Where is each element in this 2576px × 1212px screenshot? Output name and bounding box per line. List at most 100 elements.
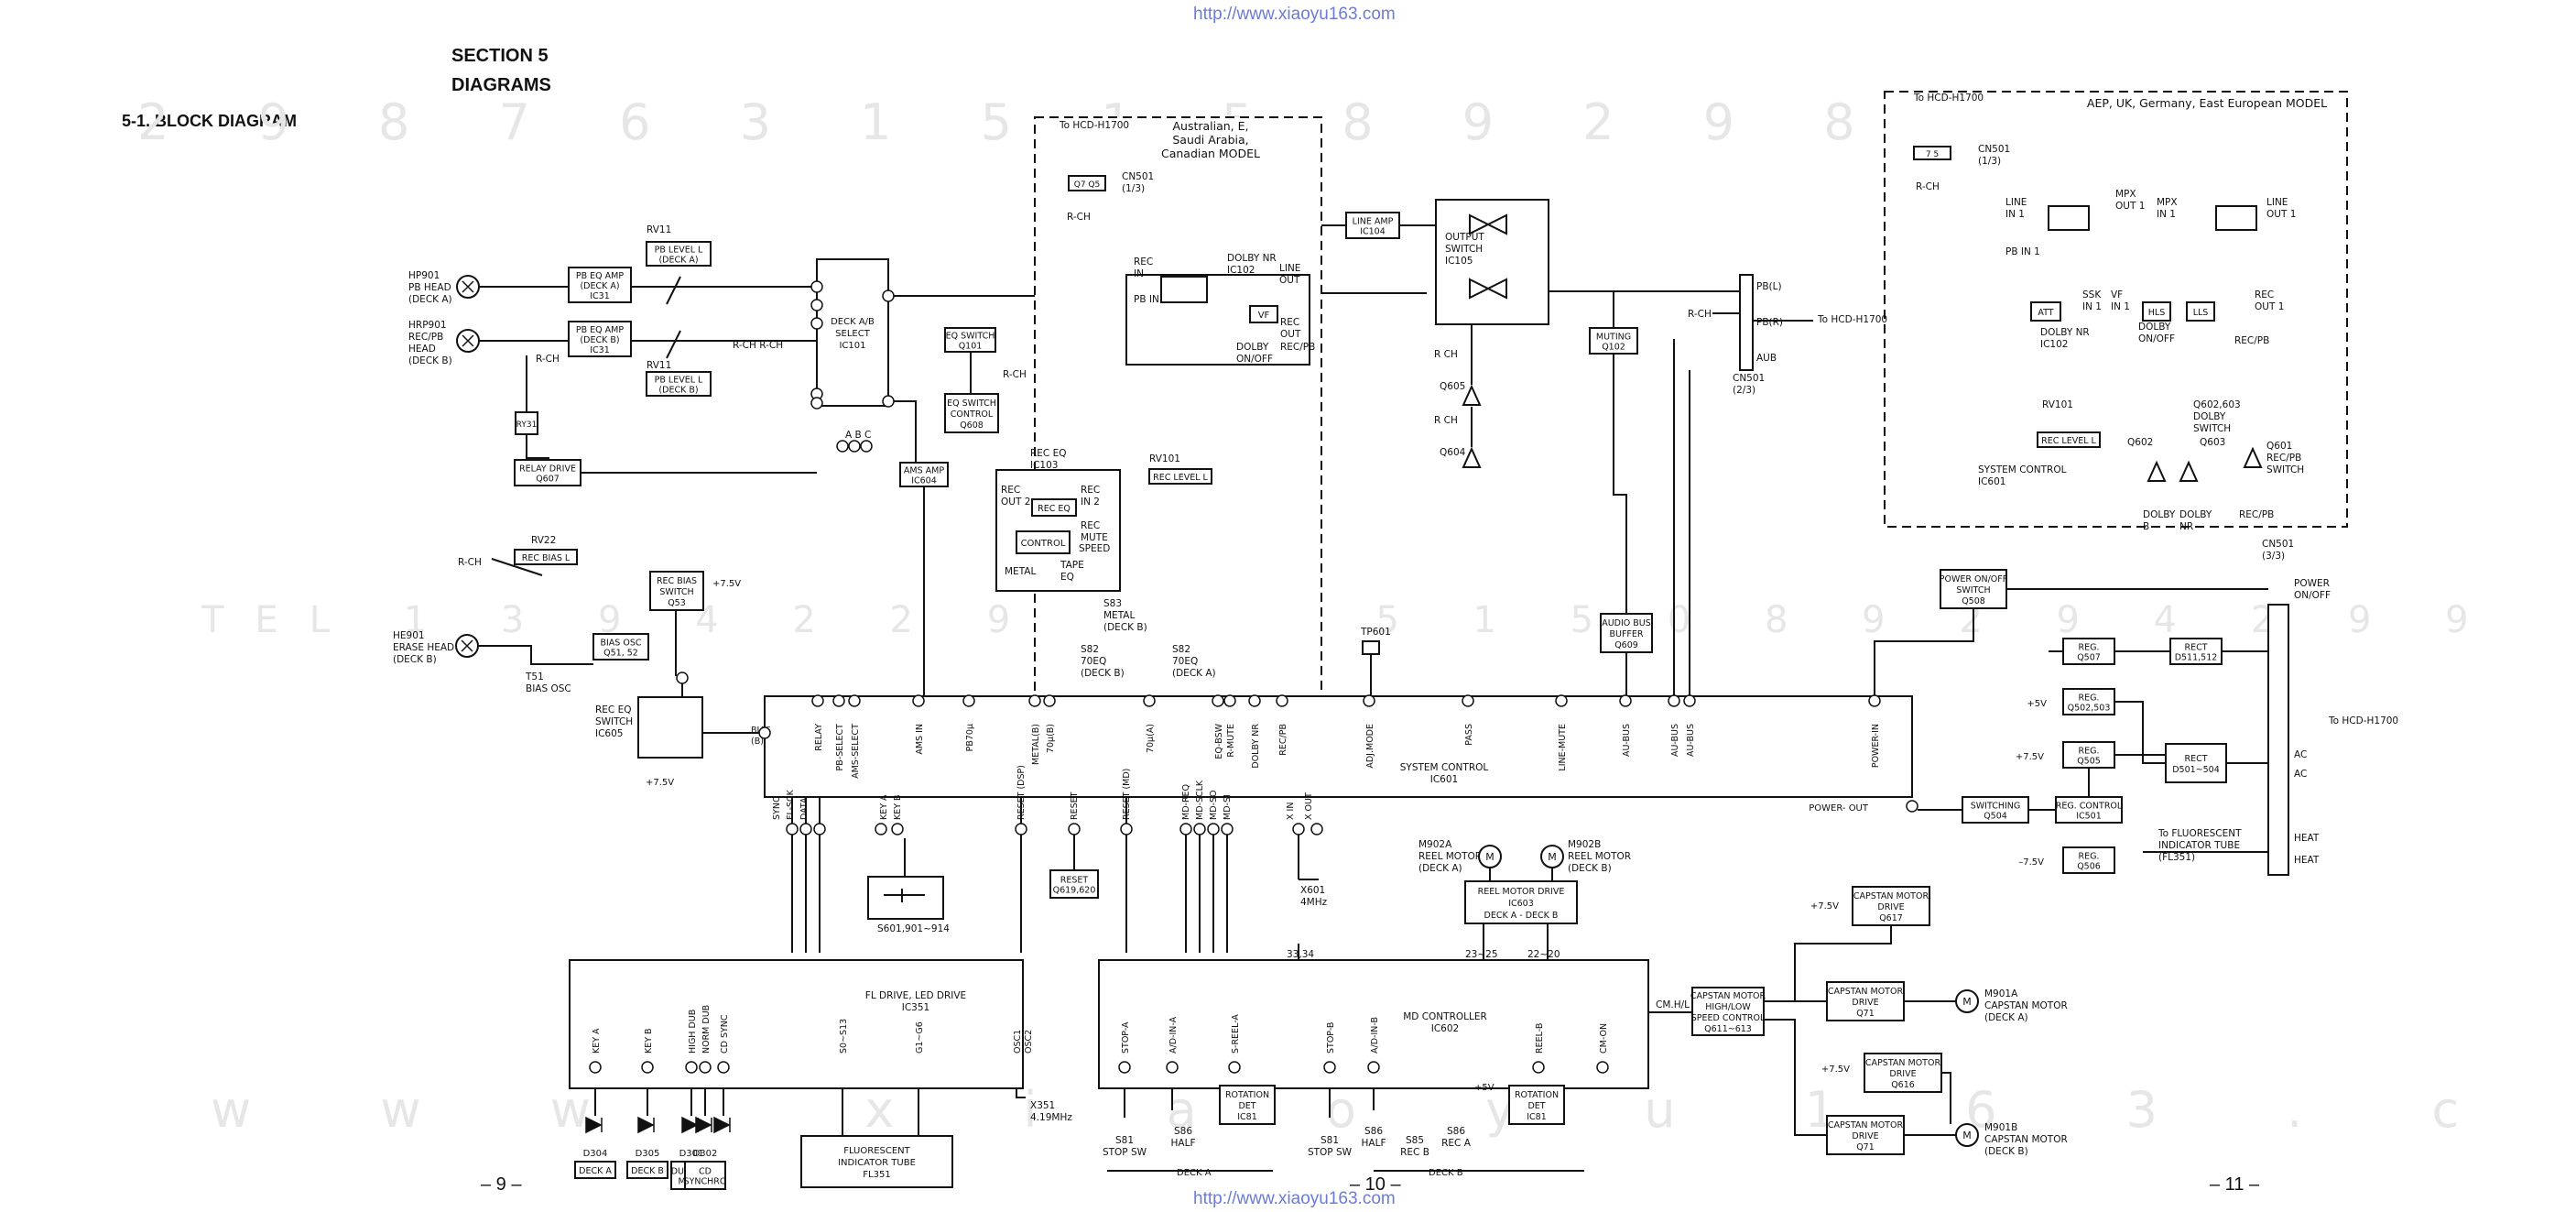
pin-marker xyxy=(799,823,812,835)
q601-label: Q601 xyxy=(2266,441,2292,452)
output-switch xyxy=(1435,199,1549,325)
rv11-b-label: (DECK B) xyxy=(658,386,698,396)
capstan-q71-b-label: CAPSTAN MOTOR xyxy=(1828,1120,1904,1130)
plus75-label: +7.5V xyxy=(712,579,741,589)
hrp901-label: HEAD xyxy=(408,344,436,355)
metal-label: METAL xyxy=(1005,566,1036,577)
fl-pin-label: NORM DUB xyxy=(701,1005,712,1054)
eq-switch-label: Q101 xyxy=(959,342,983,352)
rch-label: R-CH R-CH xyxy=(733,340,783,351)
rotation-det-a-label: IC81 xyxy=(1237,1112,1257,1122)
md-pins-3334: 33,34 xyxy=(1287,949,1314,960)
pin-marker xyxy=(1043,694,1056,707)
system-control-label: SYSTEM CONTROL xyxy=(1400,762,1489,773)
fl-pin-label: OSC1 xyxy=(1013,1030,1023,1054)
rec-eq-switch xyxy=(637,696,703,759)
dolby-nr2-label: IC102 xyxy=(2040,339,2068,350)
rv11-a-label: RV11 xyxy=(647,224,671,235)
led-D302-icon xyxy=(695,1116,712,1134)
rec-eq-pins: REC xyxy=(1081,520,1100,531)
led-id-label: D304 xyxy=(583,1149,608,1159)
pin-marker xyxy=(1292,823,1305,835)
analog-switch-symbol xyxy=(1469,213,1507,300)
reg-q506-label: Q506 xyxy=(2077,862,2101,872)
reg-q507-label: Q507 xyxy=(2077,653,2101,663)
led-id-label: D301 xyxy=(679,1149,704,1159)
system-control-label: IC601 xyxy=(1430,774,1458,785)
plus5-label: +5V xyxy=(2027,699,2047,709)
switch-0-label: S81 xyxy=(1115,1135,1134,1146)
syscon-pin-label: EQ-BSW xyxy=(1214,723,1224,759)
watermark-url-top[interactable]: http://www.xiaoyu163.com xyxy=(1193,5,1396,24)
t51-label: T51 xyxy=(525,672,544,682)
plus75-label-e: +7.5V xyxy=(1821,1065,1850,1075)
pin-marker xyxy=(962,694,975,707)
power-onoff-switch xyxy=(1940,569,2007,609)
rv11-b-label: RV11 xyxy=(647,360,671,371)
page-number-left: – 9 – xyxy=(481,1174,522,1195)
reset-q619-label: RESET xyxy=(1060,876,1089,886)
watermark-row-bottom: w w w . x i a o y u 1 6 3 . c o m xyxy=(211,1081,2576,1139)
switch-1-label: S86 xyxy=(1174,1126,1192,1137)
pin-marker xyxy=(1532,1061,1545,1074)
xin-label: X IN xyxy=(1286,803,1296,820)
model-box-aep xyxy=(1884,91,2348,528)
to-hcd-aep: To HCD-H1700 xyxy=(1913,93,1984,104)
pin-marker xyxy=(891,823,904,835)
pin-marker xyxy=(836,440,849,453)
cmh-label: CM.H/L xyxy=(1656,999,1690,1010)
rec-eq-pins: REC xyxy=(1081,485,1100,496)
cn501-23-label: (2/3) xyxy=(1733,385,1755,396)
mpx-in-1: IN 1 xyxy=(2157,209,2176,220)
s82-label: S82 xyxy=(1081,644,1099,655)
eq-switch-label: EQ SWITCH xyxy=(946,332,995,342)
to-hcd-33: To HCD-H1700 xyxy=(2328,715,2398,726)
reg-q502 xyxy=(2062,688,2115,715)
pin-marker xyxy=(1555,694,1568,707)
cn501-23-label: CN501 xyxy=(1733,373,1765,384)
line-in-1: LINE xyxy=(2005,197,2027,208)
pin-marker xyxy=(717,1061,730,1074)
cn-pin-heat2: HEAT xyxy=(2294,855,2320,866)
rec-eq-pins: IN 2 xyxy=(1081,497,1100,508)
cn-pin-ac2: AC xyxy=(2294,769,2307,780)
line-out-label: LINE xyxy=(1279,263,1300,274)
line-amp xyxy=(1345,212,1400,239)
pin-marker xyxy=(810,317,823,330)
rv11-a xyxy=(646,241,712,267)
reset-pin-label: RESET xyxy=(1070,792,1080,820)
rec-bias-switch xyxy=(649,571,704,611)
md-bus-label: MD-REQ xyxy=(1181,784,1191,820)
x601-label: 4MHz xyxy=(1300,897,1328,908)
xout-label: X OUT xyxy=(1304,792,1314,820)
watermark-url-bottom[interactable]: http://www.xiaoyu163.com xyxy=(1193,1189,1396,1208)
sync-pin-label: SYNC xyxy=(772,796,782,820)
x351-label: 4.19MHz xyxy=(1030,1112,1072,1123)
md-bus-label: MD-SI xyxy=(1223,794,1233,820)
led-label-0-label: DECK A xyxy=(579,1166,612,1176)
lls-box xyxy=(2186,301,2215,322)
reel-motor-b-icon-glyph: M xyxy=(1548,851,1557,863)
md-pin-label: STOP-A xyxy=(1121,1021,1131,1054)
fl-pin-label: KEY A xyxy=(592,1028,602,1054)
ssk-label: SSK xyxy=(2082,289,2102,300)
ssk-label: IN 1 xyxy=(2082,301,2102,312)
page-number-center: – 10 – xyxy=(1350,1174,1401,1195)
pin-marker xyxy=(685,1061,698,1074)
switch-0-label: STOP SW xyxy=(1103,1147,1147,1158)
led-id-label: D305 xyxy=(636,1149,660,1159)
capstan-q71-b-label: Q71 xyxy=(1856,1142,1875,1152)
s82a-label: 70EQ xyxy=(1172,656,1198,667)
reel-pins-a: 23~25 xyxy=(1465,949,1498,960)
q604-buffer xyxy=(1462,446,1482,468)
dolby-nr-pin-label: NR xyxy=(2179,521,2193,532)
reg-q505 xyxy=(2062,741,2115,769)
fluorescent-tube-label: INDICATOR TUBE xyxy=(838,1158,916,1168)
cn501-33 xyxy=(2267,604,2289,876)
dolby-onoff-label: DOLBY xyxy=(1236,342,1269,353)
rotation-det-a-label: ROTATION xyxy=(1225,1090,1269,1100)
vf-box-label: VF xyxy=(1258,311,1270,321)
m902a-label: M902A xyxy=(1418,839,1452,850)
capstan-q71-b-label: DRIVE xyxy=(1852,1131,1878,1141)
